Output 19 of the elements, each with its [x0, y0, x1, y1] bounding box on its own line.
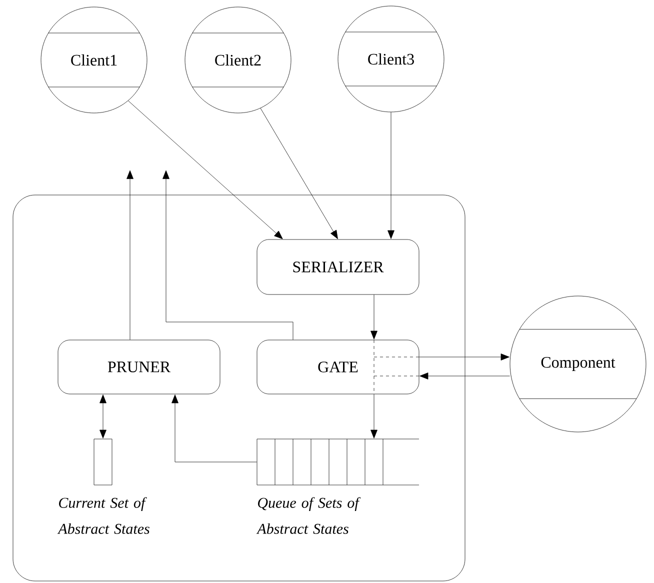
process-box: SERIALIZER	[256, 239, 420, 295]
arrow	[419, 354, 510, 360]
arrow	[370, 394, 378, 438]
process-box: PRUNER	[58, 340, 220, 394]
arrow	[100, 394, 106, 438]
arrow	[260, 108, 338, 240]
arrow	[172, 394, 257, 462]
caption-text: Current Set of Abstract States	[57, 497, 150, 534]
caption-text: Queue of Sets of Abstract States	[256, 497, 361, 534]
arrow	[128, 100, 283, 240]
arrow	[370, 294, 378, 340]
arrow	[126, 170, 134, 340]
arrow	[420, 372, 510, 380]
process-box: GATE	[256, 340, 420, 394]
state-box	[94, 438, 112, 486]
arrow	[162, 170, 294, 340]
arrow	[388, 112, 394, 239]
queue-drawing	[256, 438, 420, 486]
system-frame	[12, 194, 466, 582]
